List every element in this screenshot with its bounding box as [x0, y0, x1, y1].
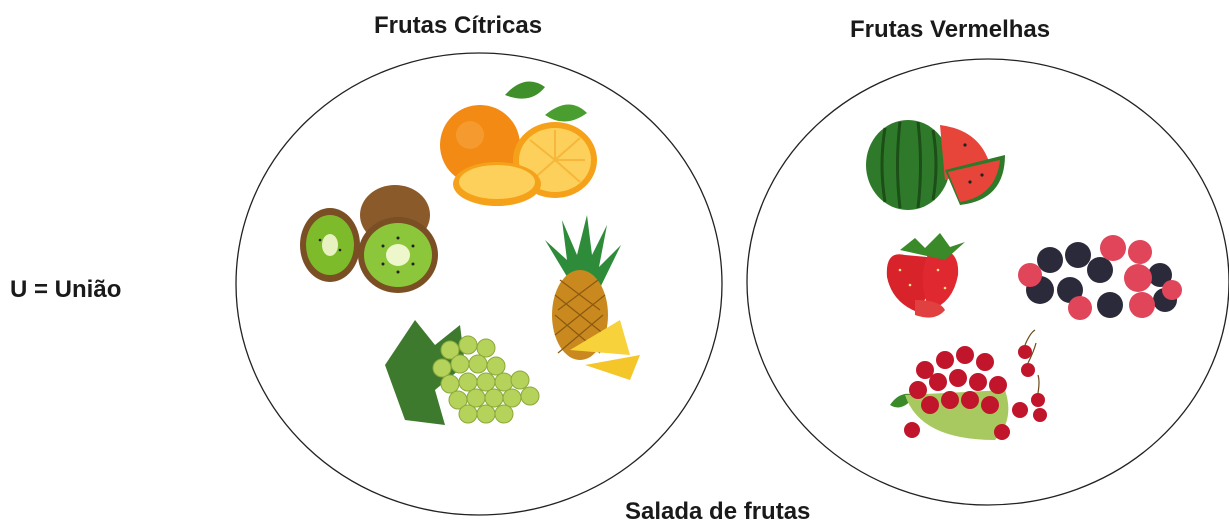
union-label: U = União	[10, 276, 122, 303]
red-fruits-set-circle	[746, 58, 1229, 506]
cherries-icon	[890, 329, 1047, 440]
strawberry-icon	[886, 233, 965, 318]
berries-icon	[1018, 235, 1182, 320]
citrus-set-title: Frutas Cítricas	[374, 12, 543, 39]
pineapple-icon	[545, 215, 640, 380]
orange-icon	[440, 81, 597, 206]
red-fruits-set-title: Frutas Vermelhas	[850, 16, 1051, 43]
kiwi-icon	[300, 185, 438, 293]
fruit-salad-label: Salada de frutas	[625, 498, 811, 525]
grapes-icon	[385, 320, 540, 425]
citrus-set-circle	[235, 52, 723, 516]
watermelon-icon	[866, 120, 1005, 210]
